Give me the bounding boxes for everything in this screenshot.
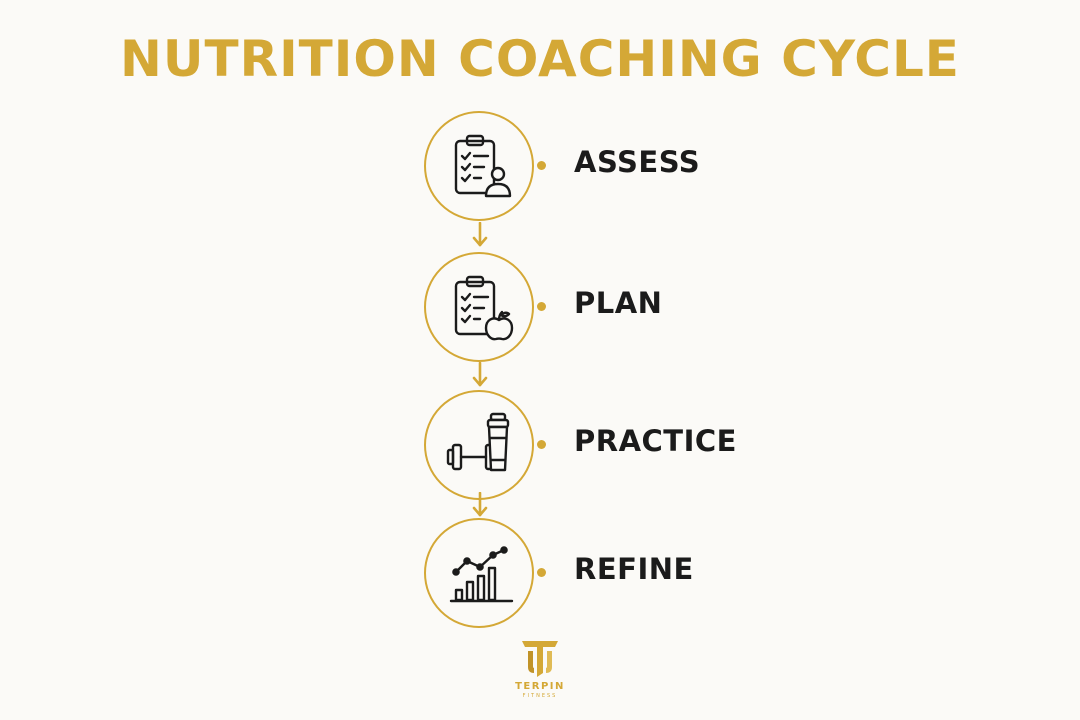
step-refine: REFINE (0, 518, 1080, 628)
brand-logo: TERPIN FITNESS (505, 637, 575, 705)
step-ring (424, 518, 534, 628)
connector-dot (537, 568, 546, 577)
step-label: REFINE (574, 552, 694, 586)
step-plan: PLAN (0, 252, 1080, 362)
step-ring (424, 390, 534, 500)
arrow-down-icon (472, 492, 488, 517)
connector-dot (537, 161, 546, 170)
logo-subtitle: FITNESS (522, 693, 558, 699)
diagram-title: NUTRITION COACHING CYCLE (120, 30, 960, 88)
step-practice: PRACTICE (0, 390, 1080, 500)
arrow-down-icon (472, 362, 488, 387)
step-label: ASSESS (574, 145, 701, 179)
clipboard-person-icon (454, 134, 512, 198)
step-label: PLAN (574, 286, 663, 320)
connector-dot (537, 440, 546, 449)
step-ring (424, 252, 534, 362)
logo-name: TERPIN (515, 681, 565, 692)
arrow-down-icon (472, 222, 488, 247)
progress-chart-icon (449, 546, 514, 603)
step-assess: ASSESS (0, 111, 1080, 221)
dumbbell-shaker-icon (446, 412, 510, 472)
clipboard-apple-icon (454, 275, 514, 341)
step-ring (424, 111, 534, 221)
connector-dot (537, 302, 546, 311)
terpin-monogram-icon (522, 641, 558, 677)
step-label: PRACTICE (574, 424, 737, 458)
